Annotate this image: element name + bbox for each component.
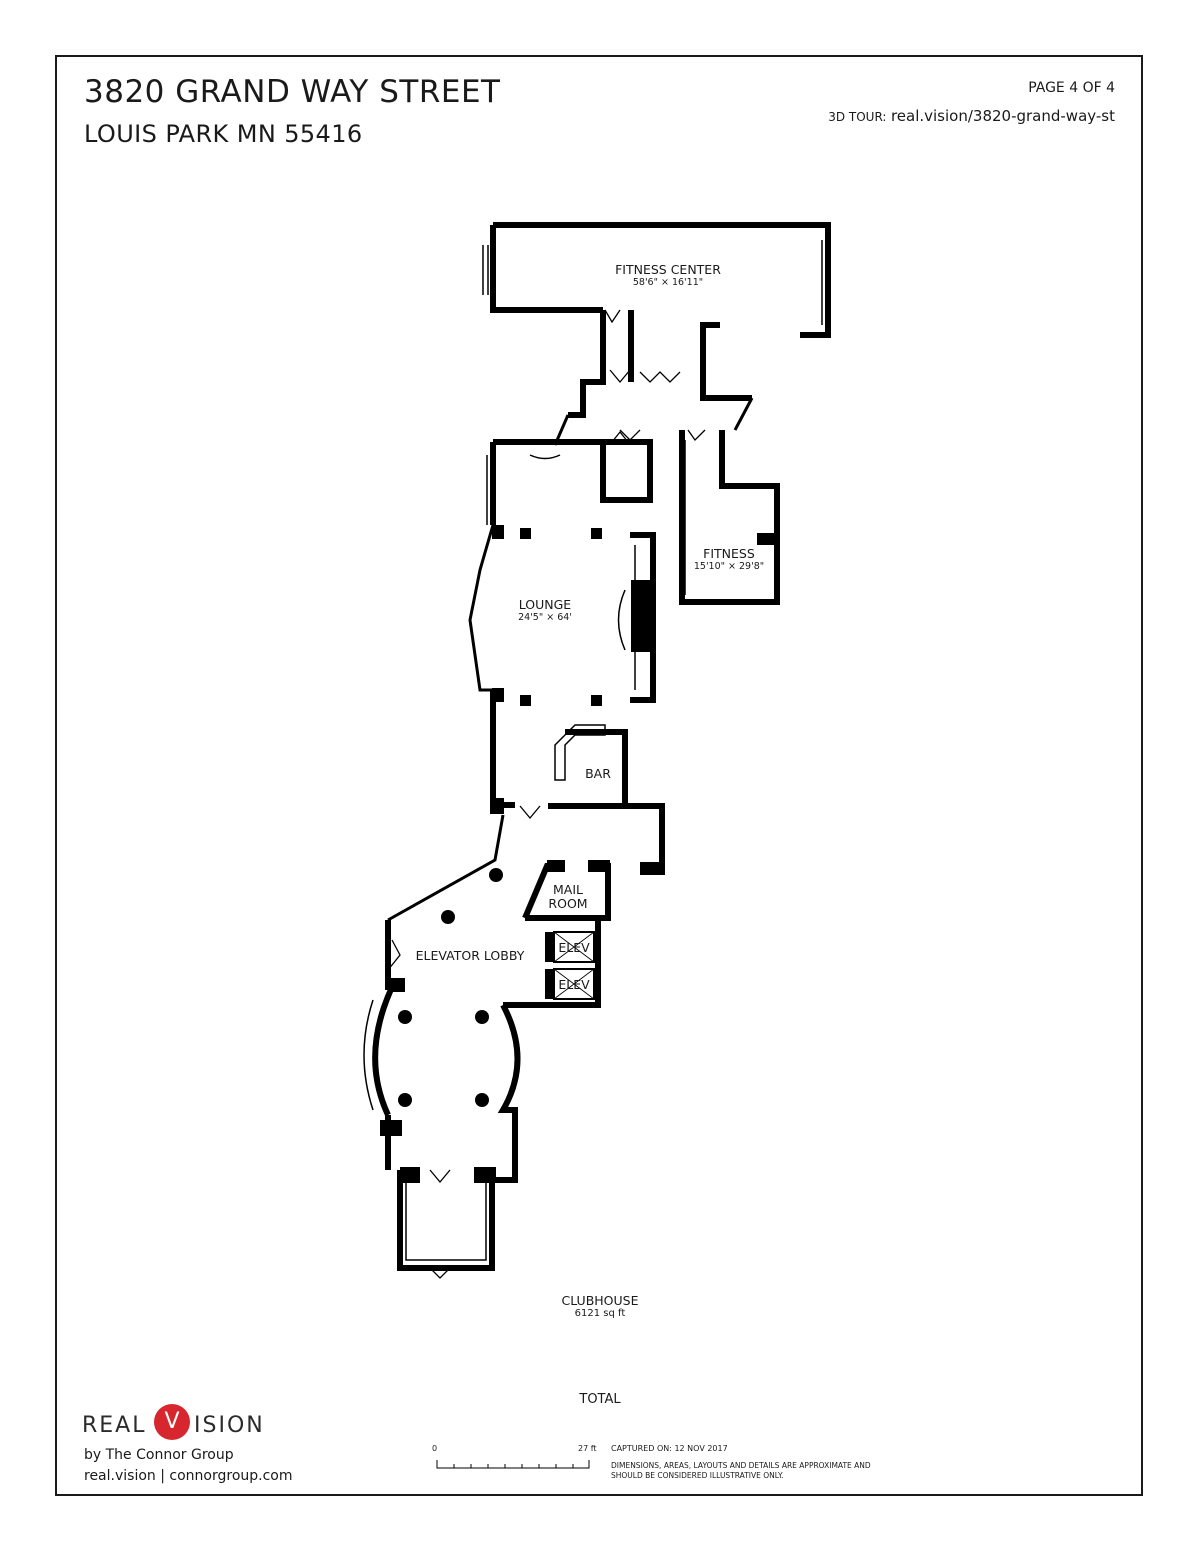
room-label-elevator-lobby: ELEVATOR LOBBY (415, 948, 525, 963)
disclaimer: DIMENSIONS, AREAS, LAYOUTS AND DETAILS A… (611, 1461, 871, 1480)
room-label-elev-1: ELEV (558, 940, 590, 955)
building-summary: CLUBHOUSE 6121 sq ft (540, 1293, 660, 1319)
scale-end: 27 ft (578, 1444, 597, 1453)
room-label-mail-room: MAIL ROOM (548, 882, 588, 911)
bar-counter (554, 724, 606, 781)
room-label-elev-2: ELEV (558, 977, 590, 992)
page-frame (55, 55, 1143, 1496)
tour-label: 3D TOUR: (828, 110, 887, 124)
room-label-fitness-center: FITNESS CENTER 58'6" × 16'11" (615, 262, 721, 288)
property-city: LOUIS PARK MN 55416 (84, 120, 363, 148)
fitness-center-walls (490, 222, 831, 401)
building-area: 6121 sq ft (574, 1308, 626, 1319)
footer-links[interactable]: real.vision | connorgroup.com (84, 1468, 293, 1484)
property-address: 3820 GRAND WAY STREET (84, 74, 501, 110)
tour-link[interactable]: 3D TOUR: real.vision/3820-grand-way-st (828, 107, 1115, 125)
room-label-bar: BAR (585, 766, 611, 781)
columns (380, 525, 777, 1183)
elevator-core-walls (503, 918, 601, 1008)
fitness-room-walls (679, 430, 780, 605)
scale-bar (436, 1460, 590, 1469)
elevator-lobby-walls (372, 920, 521, 1183)
vestibule-walls (397, 1170, 495, 1271)
building-name: CLUBHOUSE (561, 1293, 639, 1308)
room-label-lounge: LOUNGE 24'5" × 64' (518, 597, 572, 623)
tour-url[interactable]: real.vision/3820-grand-way-st (890, 107, 1115, 125)
logo-v-badge: V (154, 1404, 190, 1440)
captured-date: CAPTURED ON: 12 NOV 2017 (611, 1444, 728, 1453)
page-number: PAGE 4 OF 4 (1028, 80, 1115, 96)
by-line: by The Connor Group (84, 1447, 234, 1463)
scale-start: 0 (432, 1444, 438, 1453)
total-label: TOTAL (579, 1392, 621, 1407)
logo-text-right: ISION (194, 1413, 265, 1438)
room-label-fitness: FITNESS 15'10" × 29'8" (693, 546, 765, 572)
logo-text-left: REAL (82, 1413, 147, 1438)
lounge-walls (490, 439, 656, 808)
realvision-logo: REAL V ISION (82, 1404, 282, 1444)
